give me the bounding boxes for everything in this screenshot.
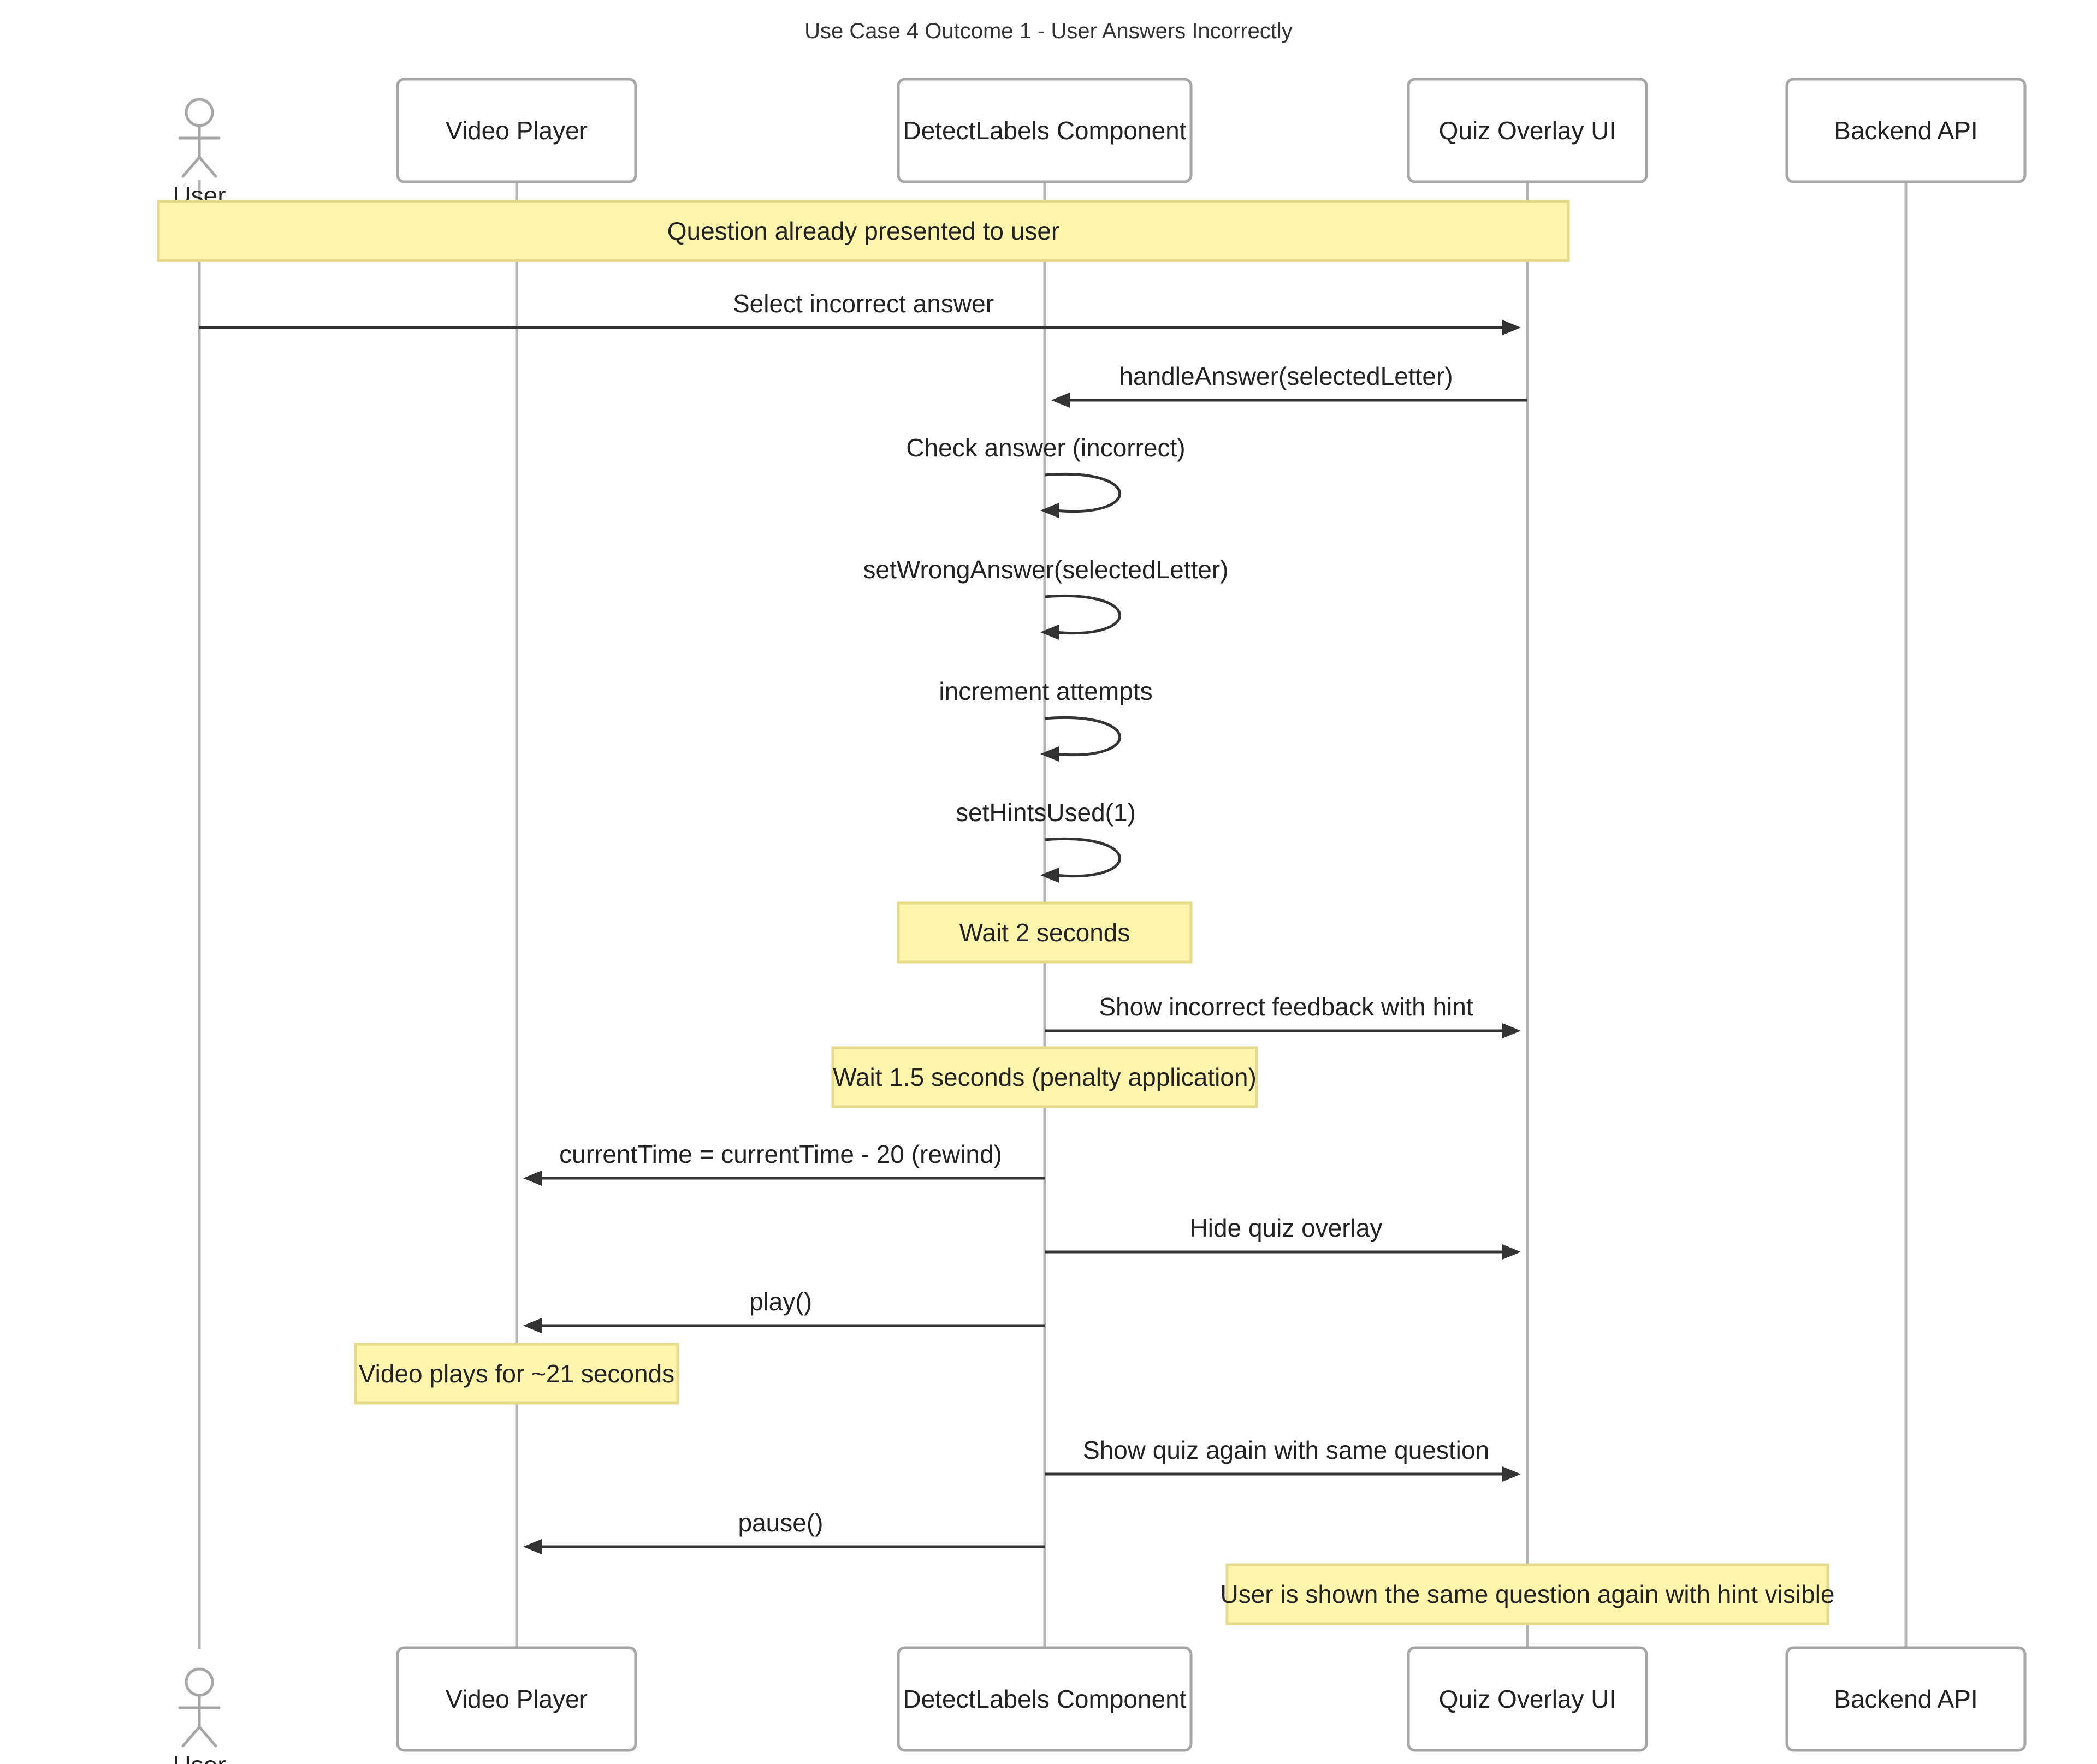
message-label: increment attempts xyxy=(939,677,1152,705)
note: Wait 2 seconds xyxy=(897,901,1193,964)
note-box xyxy=(1225,1563,1829,1625)
participant-box xyxy=(897,78,1193,183)
arrow-head-icon xyxy=(1040,625,1059,640)
message-label: Select incorrect answer xyxy=(733,289,994,318)
actor-leg-left xyxy=(181,1725,201,1748)
arrow-head-icon xyxy=(1502,320,1521,335)
participant-box xyxy=(1785,78,2027,183)
note-text: Wait 2 seconds xyxy=(959,918,1130,947)
self-loop-line xyxy=(1044,716,1122,756)
participant-label: DetectLabels Component xyxy=(903,1685,1186,1713)
arrow-head-icon xyxy=(1051,393,1070,408)
actor-leg-left xyxy=(181,156,201,178)
self-message: setHintsUsed(1) xyxy=(956,798,1136,883)
message: currentTime = currentTime - 20 (rewind) xyxy=(523,1140,1045,1186)
participant-box xyxy=(1407,78,1648,183)
arrow-head-icon xyxy=(1040,746,1059,762)
note: Question already presented to user xyxy=(157,200,1570,262)
arrow-head-icon xyxy=(1040,868,1059,883)
note-box xyxy=(354,1343,679,1405)
arrow-head-icon xyxy=(1502,1466,1521,1482)
message-label: handleAnswer(selectedLetter) xyxy=(1119,362,1453,390)
message: Hide quiz overlay xyxy=(1045,1214,1521,1260)
actor-leg-right xyxy=(198,1725,217,1748)
participant-backend-top: Backend API xyxy=(1785,78,2027,183)
message: handleAnswer(selectedLetter) xyxy=(1051,362,1527,408)
participant-backend-bottom: Backend API xyxy=(1785,1646,2027,1752)
message-label: Show quiz again with same question xyxy=(1083,1436,1489,1464)
message: Select incorrect answer xyxy=(199,289,1521,335)
note-box xyxy=(897,901,1193,964)
note: Wait 1.5 seconds (penalty application) xyxy=(831,1046,1258,1108)
participant-label: Quiz Overlay UI xyxy=(1439,1685,1616,1713)
participant-label: Backend API xyxy=(1834,1685,1977,1713)
participant-detect-bottom: DetectLabels Component xyxy=(897,1646,1193,1752)
note-text: Wait 1.5 seconds (penalty application) xyxy=(833,1063,1257,1091)
arrow-head-icon xyxy=(1502,1023,1521,1038)
actor-leg-right xyxy=(198,156,217,178)
participant-video-top: Video Player xyxy=(396,78,637,183)
message-label: setHintsUsed(1) xyxy=(956,798,1136,827)
participant-quiz-top: Quiz Overlay UI xyxy=(1407,78,1648,183)
participant-detect-top: DetectLabels Component xyxy=(897,78,1193,183)
participant-box xyxy=(396,78,637,183)
participant-label: DetectLabels Component xyxy=(903,116,1186,145)
message: Show quiz again with same question xyxy=(1045,1436,1521,1482)
message-label: pause() xyxy=(738,1508,824,1537)
self-loop-line xyxy=(1044,595,1122,634)
participant-box xyxy=(1407,1646,1648,1752)
message-label: setWrongAnswer(selectedLetter) xyxy=(863,555,1229,584)
participant-label: Video Player xyxy=(446,1685,588,1713)
actor-head-icon xyxy=(185,98,214,127)
note-box xyxy=(831,1046,1258,1108)
message-label: play() xyxy=(749,1287,812,1316)
actor-label: User xyxy=(173,1751,226,1764)
note-text: User is shown the same question again wi… xyxy=(1220,1580,1834,1608)
self-message: Check answer (incorrect) xyxy=(906,433,1186,518)
note-box xyxy=(157,200,1570,262)
self-loop-line xyxy=(1044,838,1122,877)
participant-video-bottom: Video Player xyxy=(396,1646,637,1752)
arrow-head-icon xyxy=(523,1318,542,1333)
self-loop-line xyxy=(1044,473,1122,513)
message: play() xyxy=(523,1287,1045,1333)
message-label: Check answer (incorrect) xyxy=(906,433,1185,462)
self-message: setWrongAnswer(selectedLetter) xyxy=(863,555,1229,640)
actor-user-top: User xyxy=(173,98,226,210)
actor-user-bottom: User xyxy=(173,1667,226,1764)
actor-head-icon xyxy=(185,1667,214,1697)
message-label: Hide quiz overlay xyxy=(1190,1214,1383,1242)
participant-label: Quiz Overlay UI xyxy=(1439,116,1616,145)
participant-box xyxy=(396,1646,637,1752)
message-label: Show incorrect feedback with hint xyxy=(1099,993,1473,1021)
arrow-head-icon xyxy=(523,1539,542,1554)
message: Show incorrect feedback with hint xyxy=(1045,993,1521,1038)
participant-label: Backend API xyxy=(1834,116,1977,145)
self-message: increment attempts xyxy=(939,677,1153,762)
note-text: Video plays for ~21 seconds xyxy=(359,1359,674,1388)
participant-quiz-bottom: Quiz Overlay UI xyxy=(1407,1646,1648,1752)
arrow-head-icon xyxy=(523,1171,542,1186)
participant-label: Video Player xyxy=(446,116,588,145)
participant-box xyxy=(897,1646,1193,1752)
message: pause() xyxy=(523,1508,1045,1554)
note-text: Question already presented to user xyxy=(667,217,1060,245)
diagram-title: Use Case 4 Outcome 1 - User Answers Inco… xyxy=(804,19,1293,43)
arrow-head-icon xyxy=(1040,503,1059,518)
participant-box xyxy=(1785,1646,2027,1752)
arrow-head-icon xyxy=(1502,1244,1521,1260)
message-label: currentTime = currentTime - 20 (rewind) xyxy=(559,1140,1002,1168)
note: Video plays for ~21 seconds xyxy=(354,1343,679,1405)
note: User is shown the same question again wi… xyxy=(1220,1563,1835,1625)
